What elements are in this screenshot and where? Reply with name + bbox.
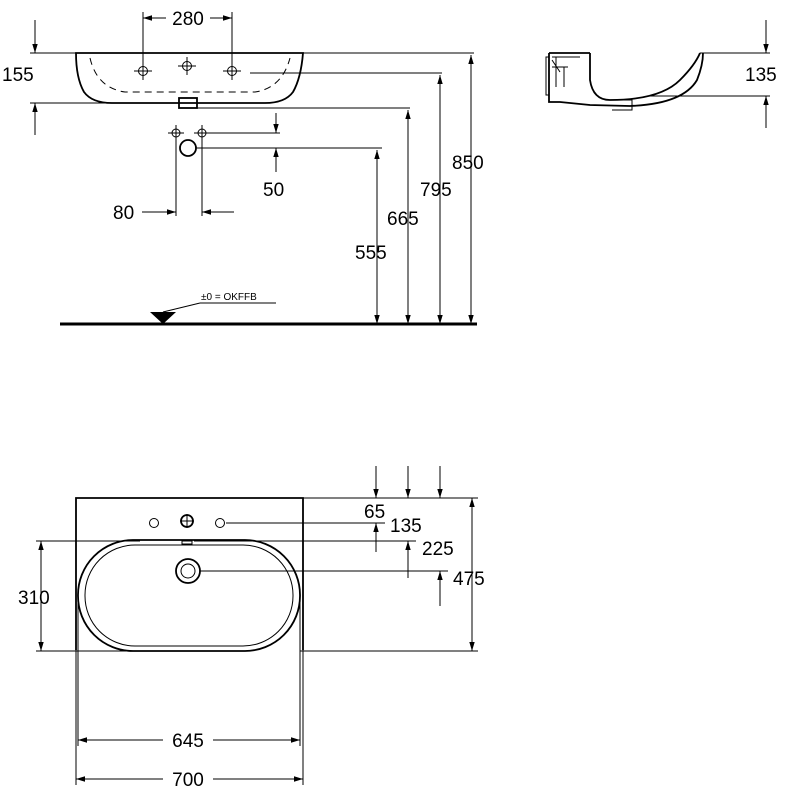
dim-850-label: 850 bbox=[452, 153, 484, 174]
dim-700-label: 700 bbox=[172, 770, 204, 791]
dim-645-label: 645 bbox=[172, 731, 204, 752]
dim-155-label: 155 bbox=[2, 65, 34, 86]
drain-inner bbox=[180, 563, 196, 579]
overflow-slot bbox=[181, 540, 193, 545]
dim-65-label: 65 bbox=[364, 502, 385, 523]
floor-reference-label: ±0 = OKFFB bbox=[201, 292, 257, 303]
basin-top-outline bbox=[75, 497, 304, 650]
dim-135-top-label: 135 bbox=[390, 516, 422, 537]
top-view: 65 135 225 475 310 645 700 bbox=[18, 466, 485, 791]
basin-side-bowl bbox=[589, 52, 701, 101]
wall-bracket bbox=[552, 56, 580, 87]
supply-valve-marker bbox=[194, 125, 210, 141]
basin-side-outline bbox=[548, 52, 704, 107]
basin-bowl-outline bbox=[77, 539, 301, 652]
dim-135-side-label: 135 bbox=[745, 65, 777, 86]
basin-inner-dashed bbox=[89, 57, 291, 93]
tap-hole-marker bbox=[134, 62, 152, 80]
tap-hole-top bbox=[149, 518, 159, 528]
side-view: 135 bbox=[545, 20, 777, 128]
basin-bowl-inner bbox=[84, 544, 294, 647]
dim-555-label: 555 bbox=[355, 243, 387, 264]
floor-reference-triangle bbox=[150, 312, 176, 324]
side-waste-stub bbox=[612, 99, 633, 111]
dim-225-label: 225 bbox=[422, 539, 454, 560]
dim-280-label: 280 bbox=[172, 9, 204, 30]
tap-hole-top bbox=[215, 518, 225, 528]
dim-795-label: 795 bbox=[420, 180, 452, 201]
waste-outlet bbox=[178, 97, 198, 109]
basin-front-outline bbox=[75, 52, 304, 104]
dim-475-label: 475 bbox=[453, 569, 485, 590]
tap-hole-marker bbox=[178, 57, 196, 75]
dim-665-label: 665 bbox=[387, 209, 419, 230]
drain-outer bbox=[175, 558, 201, 584]
front-view: 280 155 80 50 bbox=[2, 9, 484, 326]
dim-50-label: 50 bbox=[263, 180, 284, 201]
dim-80-label: 80 bbox=[113, 203, 134, 224]
waste-pipe-circle bbox=[179, 139, 197, 157]
tap-hole-marker bbox=[223, 62, 241, 80]
supply-valve-marker bbox=[168, 125, 184, 141]
dim-310-label: 310 bbox=[18, 588, 50, 609]
